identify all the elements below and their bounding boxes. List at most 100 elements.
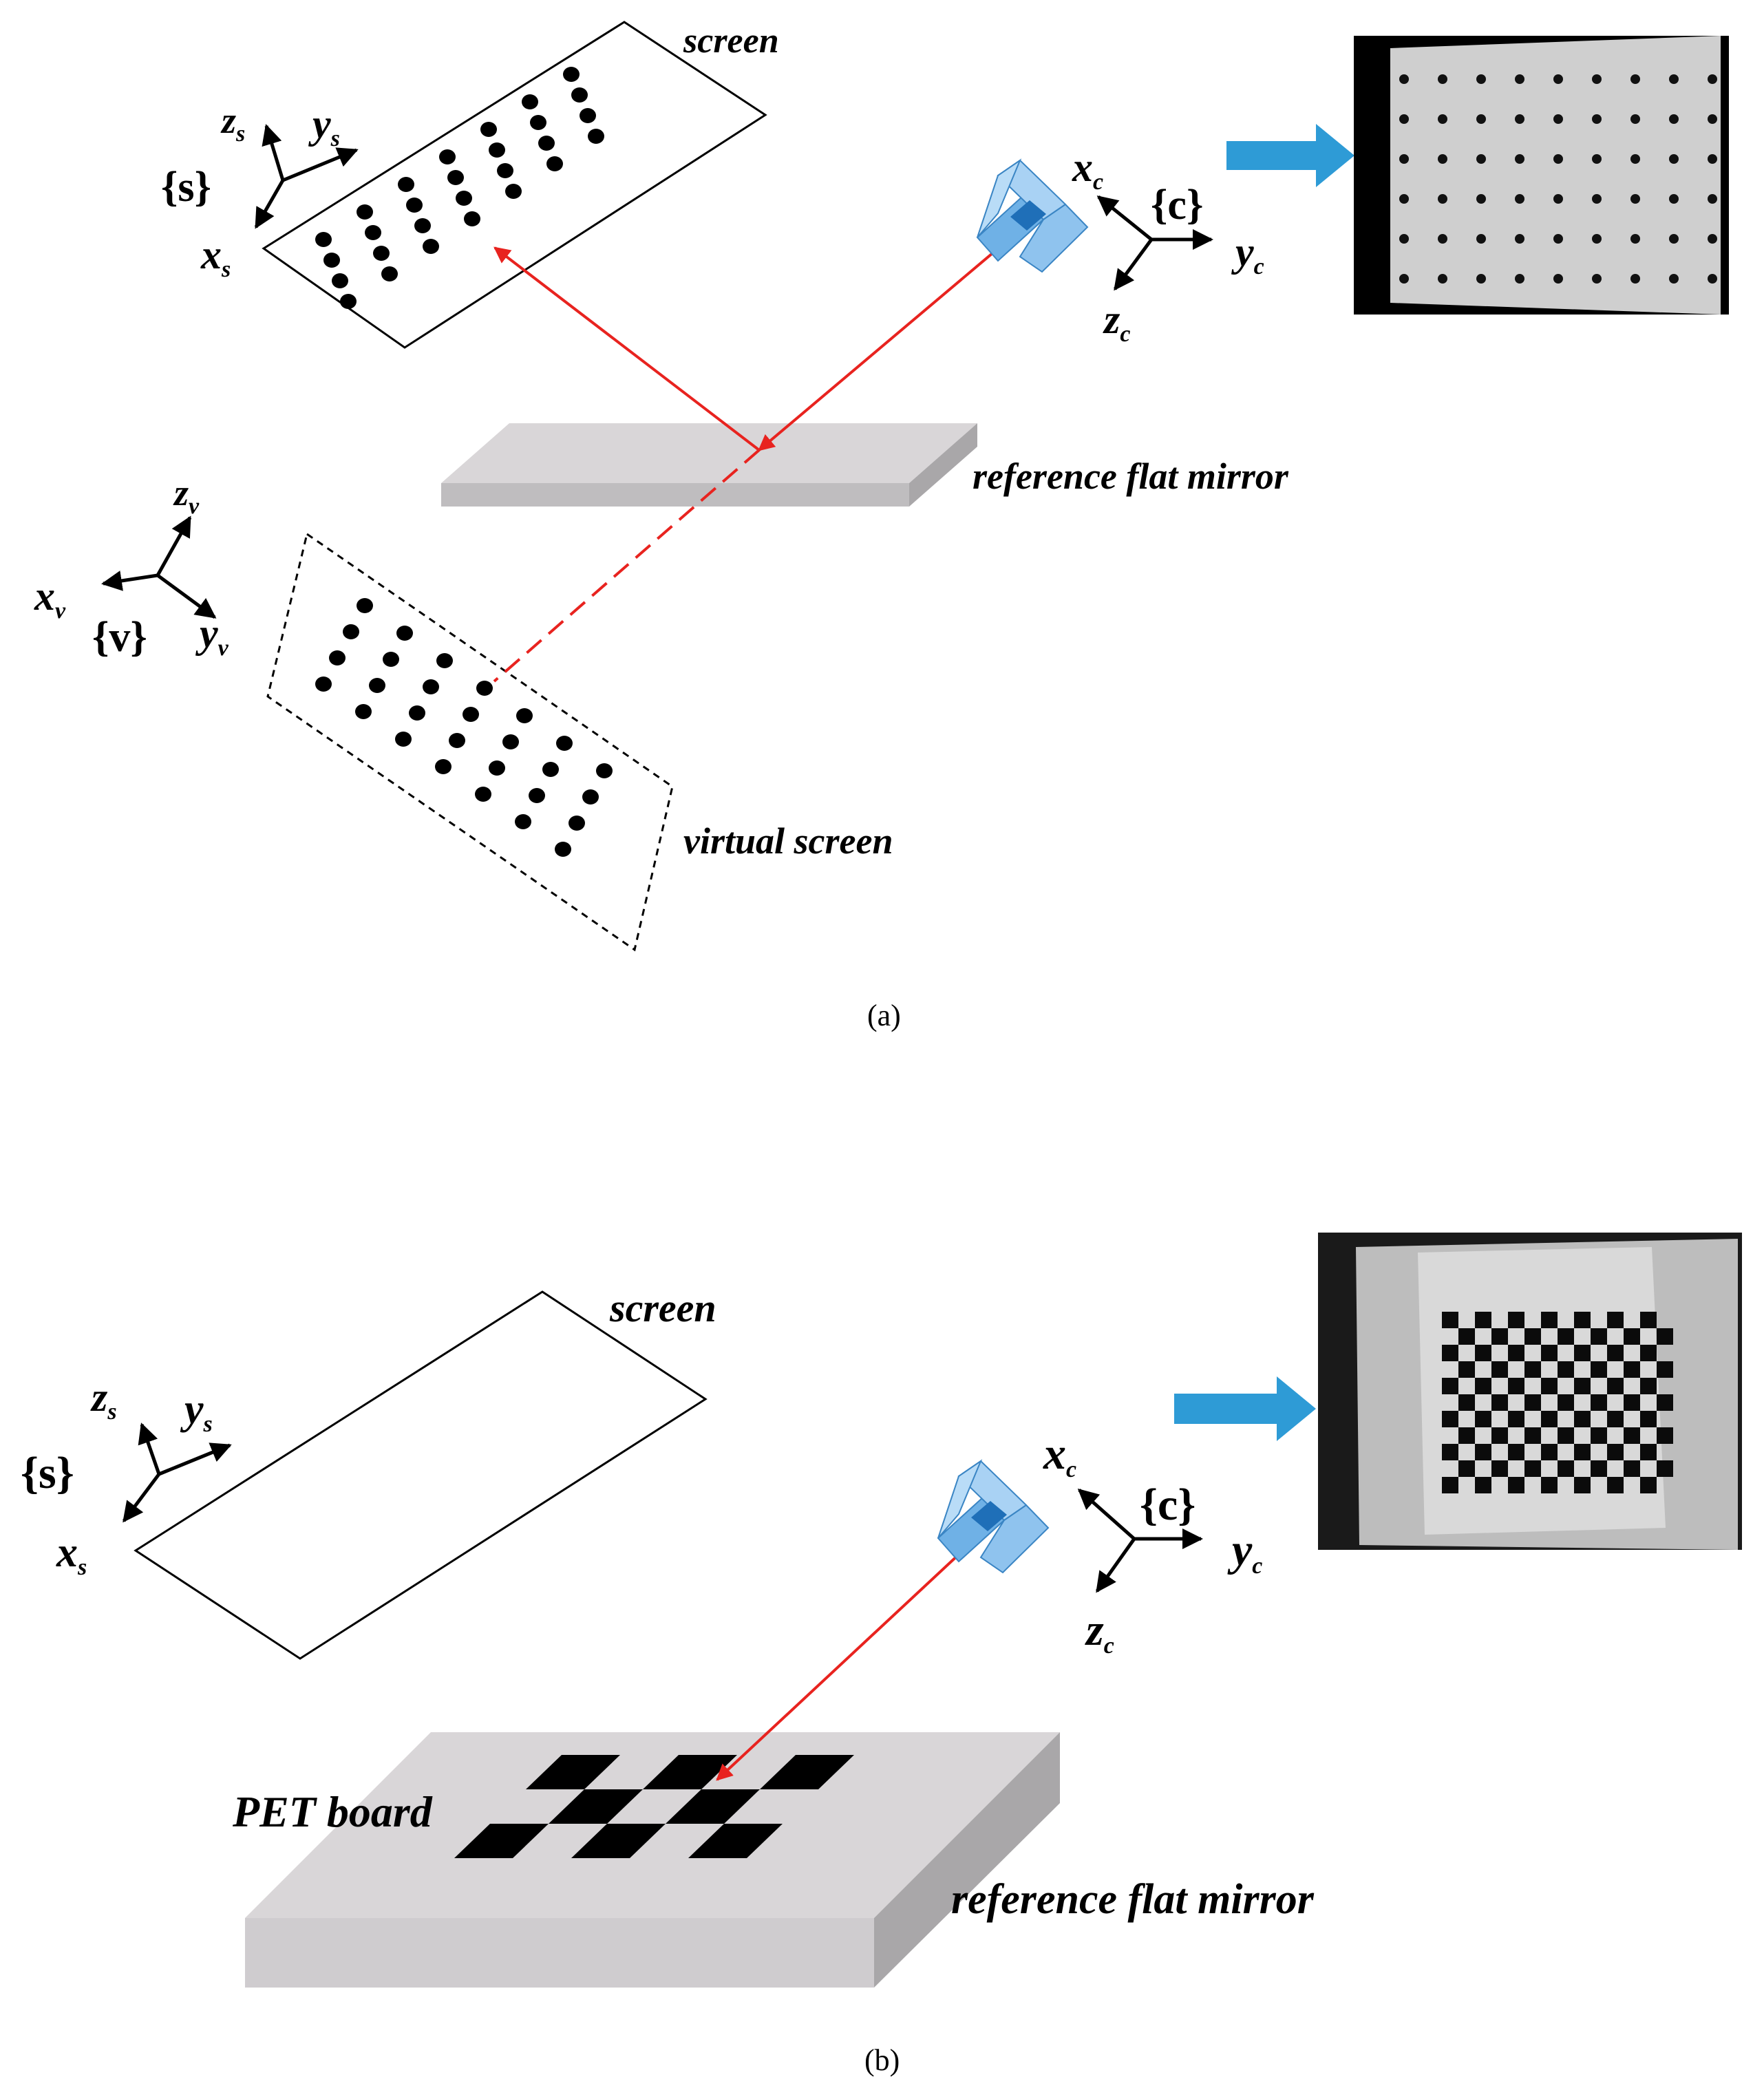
photo-dot (1630, 114, 1640, 124)
photo-checker-square (1524, 1394, 1541, 1411)
axis-y-c-b: yc (1227, 1525, 1262, 1579)
photo-dot (1592, 234, 1602, 244)
ray-camera-to-mirror-a (758, 226, 1025, 451)
photo-checker-square (1475, 1411, 1491, 1427)
virtual-dot (476, 681, 493, 696)
virtual-dot (542, 762, 559, 777)
photo-checker-square (1624, 1460, 1640, 1477)
photo-checker-square (1442, 1345, 1458, 1361)
screen-dot (522, 94, 538, 109)
screen-dot (538, 136, 555, 151)
virtual-dot (409, 705, 425, 721)
photo-checker-square (1640, 1477, 1657, 1493)
photo-dot (1708, 74, 1717, 84)
axis-z-c-b: zc (1085, 1605, 1114, 1659)
checker-square (666, 1789, 760, 1824)
photo-checker-square (1541, 1345, 1558, 1361)
photo-dot (1630, 194, 1640, 204)
photo-dot (1592, 114, 1602, 124)
screen-dot (340, 294, 357, 309)
photo-checker-square (1640, 1312, 1657, 1328)
photo-dot (1438, 234, 1447, 244)
photo-checker-square (1458, 1460, 1475, 1477)
photo-checker-square (1541, 1378, 1558, 1394)
frame-s-name-b: {s} (21, 1448, 74, 1498)
photo-dot (1630, 234, 1640, 244)
screen-dot (357, 204, 373, 220)
photo-checker-square (1574, 1312, 1591, 1328)
virtual-dot (343, 624, 359, 639)
photo-checker-square (1591, 1427, 1607, 1444)
photo-checker-square (1640, 1378, 1657, 1394)
photo-dot (1553, 74, 1563, 84)
virtual-dot (396, 626, 413, 641)
photo-dot (1399, 74, 1409, 84)
caption-a: (a) (867, 999, 901, 1032)
photo-dot (1515, 234, 1524, 244)
frame-c-b: xc yc zc {c} (1043, 1429, 1262, 1659)
frame-s-a: zs ys xs {s} (161, 100, 359, 282)
axis-x-s-b: xs (56, 1529, 87, 1580)
screen-dot (398, 177, 414, 192)
photo-checker-square (1657, 1460, 1673, 1477)
photo-dot (1669, 74, 1679, 84)
photo-dot (1476, 274, 1486, 284)
photo-checker-square (1491, 1427, 1508, 1444)
virtual-dot (475, 787, 491, 802)
pet-board-checker (454, 1755, 854, 1858)
right-arrow-icon-b (1174, 1376, 1316, 1441)
photo-checker-square (1558, 1460, 1574, 1477)
photo-checker-square (1657, 1361, 1673, 1378)
photo-dot (1438, 274, 1447, 284)
photo-checker-square (1607, 1477, 1624, 1493)
photo-checker-square (1657, 1394, 1673, 1411)
screen-dot (406, 198, 423, 213)
photo-checker-square (1491, 1460, 1508, 1477)
frame-v-a: zv xv yv {v} (34, 472, 229, 661)
photo-checker-square (1442, 1477, 1458, 1493)
screen-dot (546, 156, 563, 171)
caption-b: (b) (864, 2043, 900, 2077)
photo-dot (1399, 154, 1409, 164)
photo-checker-square (1624, 1427, 1640, 1444)
photo-dot (1476, 114, 1486, 124)
photo-checker-square (1491, 1328, 1508, 1345)
screen-dot (464, 211, 480, 226)
photo-checker-square (1475, 1477, 1491, 1493)
photo-dot (1553, 274, 1563, 284)
ray-camera-to-board-b (716, 1523, 992, 1781)
photo-checker-square (1574, 1477, 1591, 1493)
ray-virtual-extension-a (493, 449, 761, 683)
pet-board-label: PET board (232, 1787, 433, 1836)
checker-square (526, 1755, 620, 1789)
photo-dot (1708, 114, 1717, 124)
photo-dot (1515, 274, 1524, 284)
photo-checker-square (1591, 1460, 1607, 1477)
screen-dot (505, 184, 522, 199)
virtual-dot (529, 788, 545, 803)
photo-dot (1669, 114, 1679, 124)
screen-dot (571, 87, 588, 103)
photo-dot (1476, 234, 1486, 244)
photo-checker-square (1442, 1312, 1458, 1328)
virtual-dot (582, 789, 599, 805)
photo-checker-square (1657, 1427, 1673, 1444)
photo-checker-square (1624, 1328, 1640, 1345)
photo-checker-square (1640, 1345, 1657, 1361)
photo-checker-square (1541, 1477, 1558, 1493)
photo-checker-square (1524, 1460, 1541, 1477)
captured-image-a (1354, 36, 1729, 315)
photo-checker-square (1524, 1361, 1541, 1378)
captured-image-b (1318, 1233, 1742, 1550)
frame-s-name-a: {s} (161, 164, 211, 211)
axis-z-s-a: zs (220, 100, 245, 147)
axis-z-v-a: zv (173, 472, 200, 519)
photo-dot (1476, 194, 1486, 204)
photo-checker-square (1591, 1328, 1607, 1345)
photo-dot (1630, 274, 1640, 284)
photo-dot (1438, 194, 1447, 204)
virtual-dot (568, 816, 585, 831)
photo-checker-square (1442, 1411, 1458, 1427)
photo-dot (1592, 154, 1602, 164)
photo-dot (1708, 274, 1717, 284)
